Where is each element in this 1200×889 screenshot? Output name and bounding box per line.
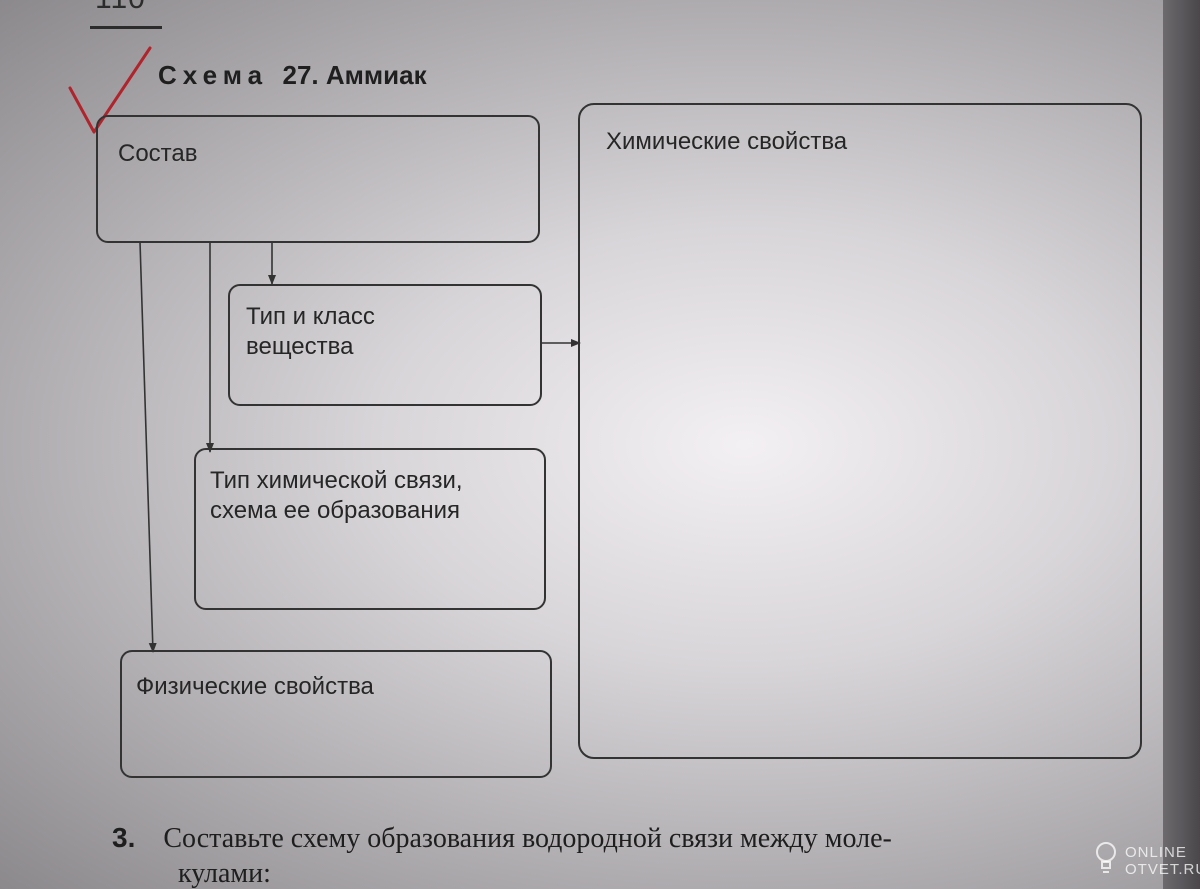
task-3: 3. Составьте схему образования водородной… [112,822,892,855]
composition-label: Состав [118,140,198,167]
lightbulb-icon [1096,842,1116,873]
type-class-line-2: вещества [246,333,354,360]
watermark-text: ONLINE OTVET.RU [1125,844,1200,878]
physical-properties-box: Физические свойства [120,650,552,778]
bond-type-line-1: Тип химической связи, [210,467,463,494]
site-watermark: ONLINE OTVET.RU [1095,838,1200,886]
watermark-line-1: ONLINE [1125,844,1187,861]
scheme-title-prefix: Схема [158,60,269,90]
scheme-title-rest: 27. Аммиак [282,60,427,90]
arrow-to-physical [139,241,157,653]
bond-type-label: Тип химической связи, схема ее образован… [210,466,463,526]
page-number-underline [90,26,162,29]
bond-type-line-2: схема ее образования [210,497,461,524]
page-number: 110 [95,0,146,16]
type-class-box: Тип и класс вещества [228,284,542,406]
bond-type-box: Тип химической связи, схема ее образован… [194,448,546,610]
watermark-line-2: OTVET.RU [1125,861,1200,878]
type-class-label: Тип и класс вещества [246,302,375,362]
task-3-continuation: кулами: [178,858,271,889]
task-number: 3. [112,822,136,853]
composition-box: Состав [96,115,540,243]
page-edge-shadow [1163,0,1200,889]
scheme-title: Схема 27. Аммиак [158,60,427,91]
task-text: Составьте схему образования водородной с… [163,823,892,854]
physical-properties-label: Физические свойства [136,673,374,700]
chemical-properties-box: Химические свойства [578,103,1142,759]
type-class-line-1: Тип и класс [246,303,375,330]
chemical-properties-label: Химические свойства [606,128,848,155]
